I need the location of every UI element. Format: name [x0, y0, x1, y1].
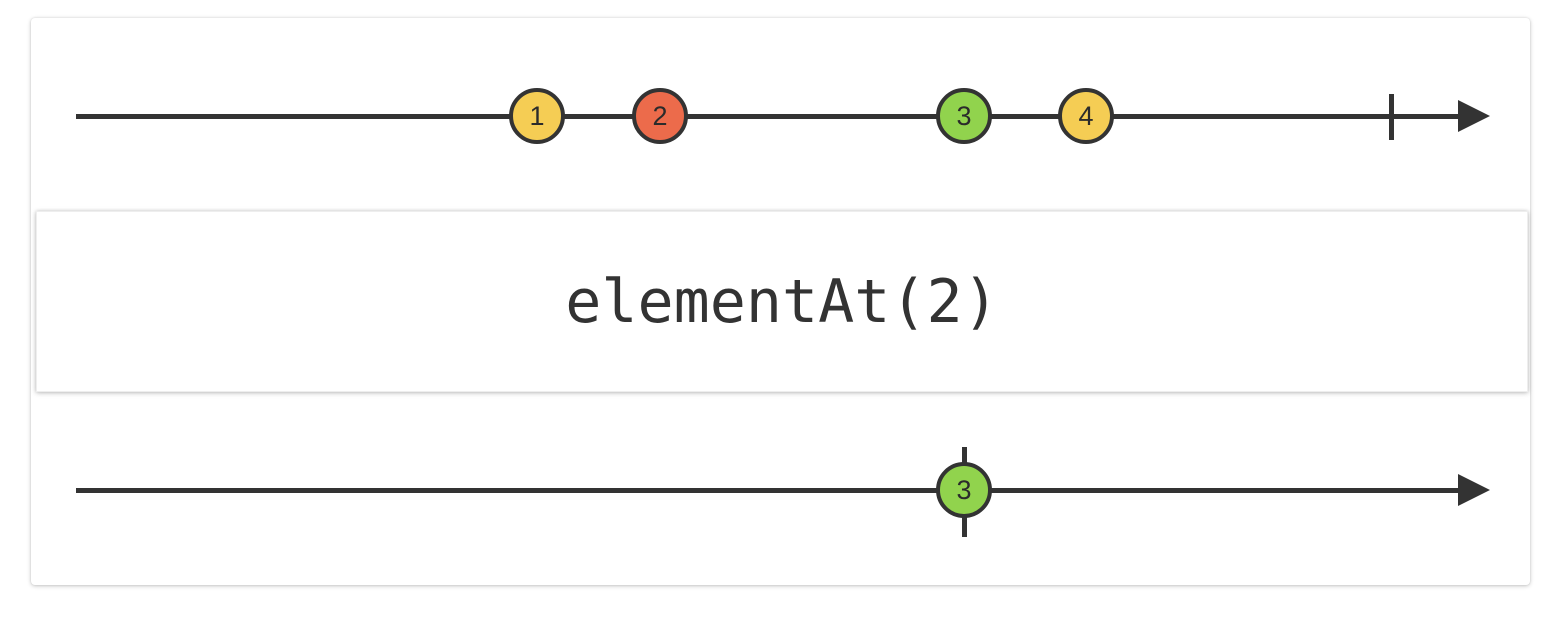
operator-label: elementAt(2) [565, 266, 999, 337]
operator-panel[interactable]: elementAt(2) [36, 211, 1528, 392]
